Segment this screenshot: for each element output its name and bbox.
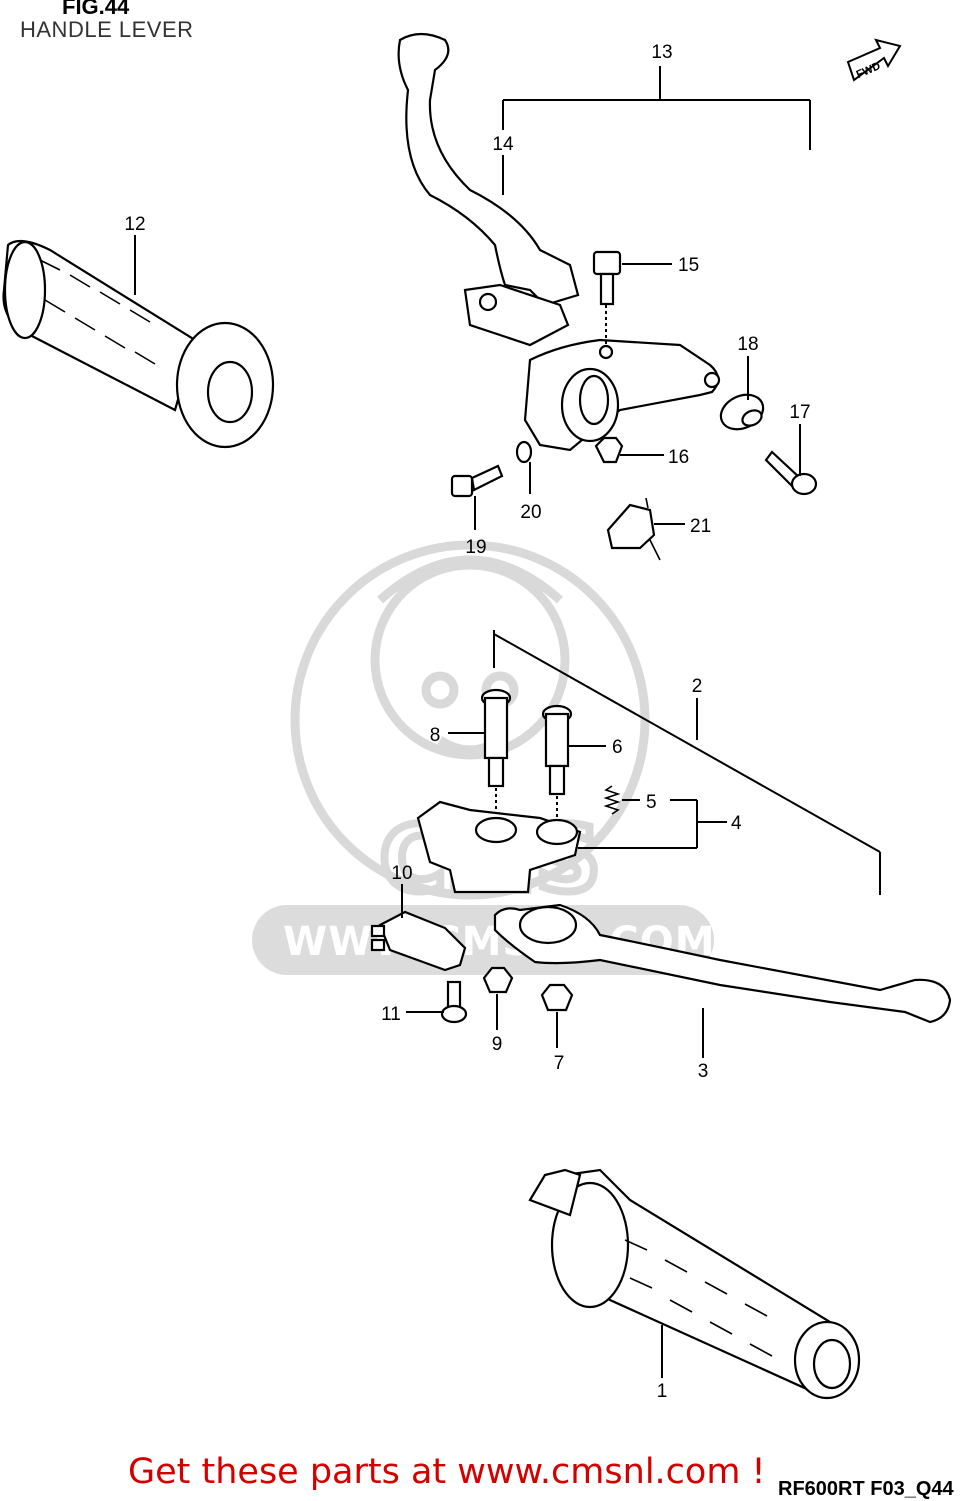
callout-14: 14	[492, 134, 514, 155]
fwd-arrow-icon: FWD	[846, 38, 902, 82]
part-6-pin	[541, 704, 573, 796]
part-16-nut	[594, 436, 624, 464]
part-11-screw	[440, 980, 468, 1024]
callout-2: 2	[692, 676, 703, 697]
callout-17: 17	[789, 402, 810, 423]
figure-subtitle: HANDLE LEVER	[20, 17, 194, 42]
cmsnl-parts-link[interactable]: Get these parts at www.cmsnl.com !	[128, 1452, 766, 1492]
part-20-washer	[515, 440, 533, 464]
callout-18: 18	[737, 334, 758, 355]
part-8-pin	[480, 688, 512, 788]
callout-19: 19	[465, 537, 486, 558]
part-5-spring	[603, 785, 621, 815]
part-1-throttle-grip	[528, 1168, 861, 1400]
part-10-switch	[370, 910, 467, 972]
callout-12: 12	[124, 214, 145, 235]
drawing-code: RF600RT F03_Q44	[778, 1478, 954, 1500]
callout-7: 7	[554, 1053, 565, 1074]
part-17-screw	[764, 450, 818, 496]
callout-21: 21	[690, 516, 711, 537]
callout-6: 6	[612, 737, 623, 758]
part-18-adjuster	[719, 393, 765, 431]
part-4-bracket	[416, 800, 582, 894]
callout-3: 3	[698, 1061, 709, 1082]
part-14-clutch-lever	[397, 32, 580, 347]
callout-10: 10	[391, 863, 412, 884]
part-3-brake-lever	[493, 903, 952, 1024]
clutch-lever-bracket	[523, 338, 721, 452]
callout-15: 15	[678, 255, 699, 276]
callout-13: 13	[651, 42, 672, 63]
watermark: CMS WWW.CMSNL.COM	[252, 540, 715, 975]
callout-4: 4	[731, 813, 742, 834]
callout-16: 16	[668, 447, 689, 468]
part-21-switch	[606, 497, 661, 561]
callout-labels: 13 14 12 15 18 17 16 20 21 19 2 8 6 5 4 …	[124, 42, 810, 1402]
callout-11: 11	[381, 1004, 401, 1025]
part-15-pivot-bolt	[592, 250, 622, 306]
part-9-nut	[482, 966, 514, 994]
part-19-bolt	[450, 464, 504, 498]
callout-9: 9	[492, 1034, 503, 1055]
callout-1: 1	[657, 1381, 668, 1402]
part-7-nut	[540, 983, 574, 1012]
callout-5: 5	[646, 792, 657, 813]
callout-20: 20	[520, 502, 541, 523]
figure-title: FIG.44	[62, 0, 130, 19]
part-12-grip	[2, 239, 275, 449]
callout-8: 8	[430, 725, 441, 746]
leader-lines	[134, 66, 881, 1378]
